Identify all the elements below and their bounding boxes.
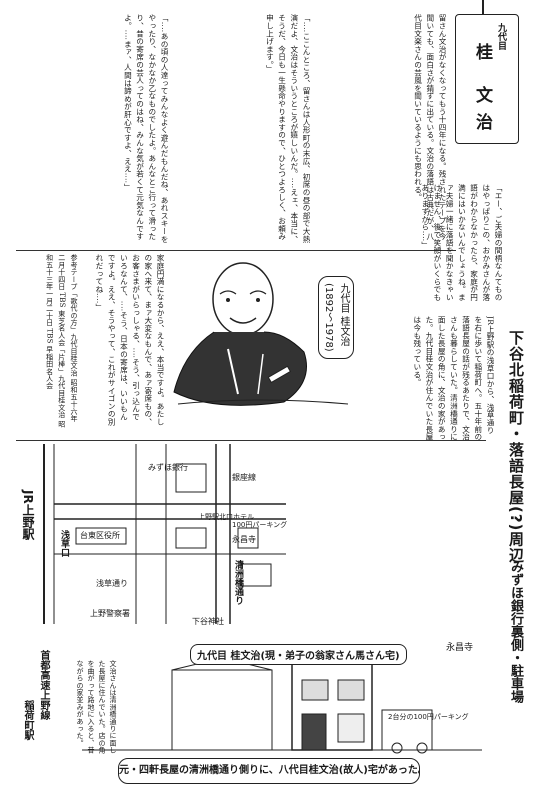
area-map <box>43 444 286 624</box>
map-school: 台東区役所 <box>80 531 120 540</box>
map-street-kiyosu: 清洲橋通り <box>233 560 243 605</box>
portrait-name: 九代目 桂文治 <box>338 283 349 347</box>
references: 参考テープ「歌代の方」九代目桂文治 昭和五十六年二月十四日 TBS 東芝名人会「… <box>45 254 78 428</box>
title-plaque: 九代目 桂 文治 <box>455 14 519 144</box>
middle-divider <box>16 440 486 442</box>
portrait-label: 九代目 桂文治 (1892〜1978) <box>318 276 354 359</box>
title-series-number: 九代目 <box>496 23 506 50</box>
column-top-middle: 「‥‥ここんところ、留さんは人形町の末広、初席の昼の部で大熱演だよ、文治はそうい… <box>265 14 311 243</box>
map-subway: 銀座線 <box>232 473 256 482</box>
map-police: 上野警察署 <box>90 609 130 618</box>
house-parking-note: 2台分の100円パーキング <box>388 713 469 721</box>
column-top-right: 留さん文治がなくなってもう十四年になる。残されたテープを今聞いても、面白さが錆ず… <box>413 14 447 241</box>
map-station: JR上野駅 <box>21 490 35 540</box>
map-shimoyashiro: 下谷神社 <box>192 617 224 626</box>
map-street-asakusa: 浅草通り <box>96 579 128 588</box>
section-title: 下谷北稲荷町・落語長屋(?)周辺 <box>507 330 525 564</box>
map-express: 首都高速上野線 <box>38 650 49 720</box>
bottom-map-note: 文治さんは清洲橋通りに面した長屋に住んでいた。店の角を曲がって路地に入ると、昔な… <box>76 660 117 754</box>
column-middle-left: 家庭円満になるから、ええ、本当ですよ。あたしの家へ来て、まァ大変なもんで、あァ寄… <box>94 254 165 426</box>
house-temple-tag: 永昌寺 <box>446 643 474 653</box>
title-name: 桂 文治 <box>472 43 492 140</box>
map-bank: みずほ銀行 <box>148 463 188 472</box>
caption: 元・四軒長屋の清洲橋通り側りに、八代目桂文治(故人)宅があった。 <box>118 758 420 784</box>
house-banner: 九代目 桂文治(現・弟子の翁家さん馬さん宅) <box>190 644 407 665</box>
map-temple: 永昌寺 <box>232 535 256 544</box>
map-hotel: 上野駅北口ホテル <box>198 513 254 521</box>
map-exit: 浅草口 <box>59 530 69 557</box>
portrait-illustration <box>173 262 349 406</box>
column-top-left: 「‥‥あの頃の人達ってみんなよく遊んだもんだね、あれスキーをやったり、なかなか乙… <box>123 14 169 243</box>
column-middle-right-2: JR上野駅の浅草口から、浅草通りを右に歩いて稲荷町へ。五十年前の落語長屋の話が残… <box>412 316 495 441</box>
column-middle-right: 「エー、ご夫婦の間柄なんてものはやっぱりこの、おかみさんが落語がわからなかったら… <box>420 184 503 301</box>
map-subway-exit: 稲荷町駅 <box>22 700 33 740</box>
map-parking: 100円パーキング <box>232 521 288 529</box>
title-hanger <box>482 0 484 14</box>
portrait-years: (1892〜1978) <box>323 283 334 352</box>
top-divider <box>16 250 456 252</box>
side-note: みずほ銀行裏側・駐車場 <box>508 560 523 703</box>
